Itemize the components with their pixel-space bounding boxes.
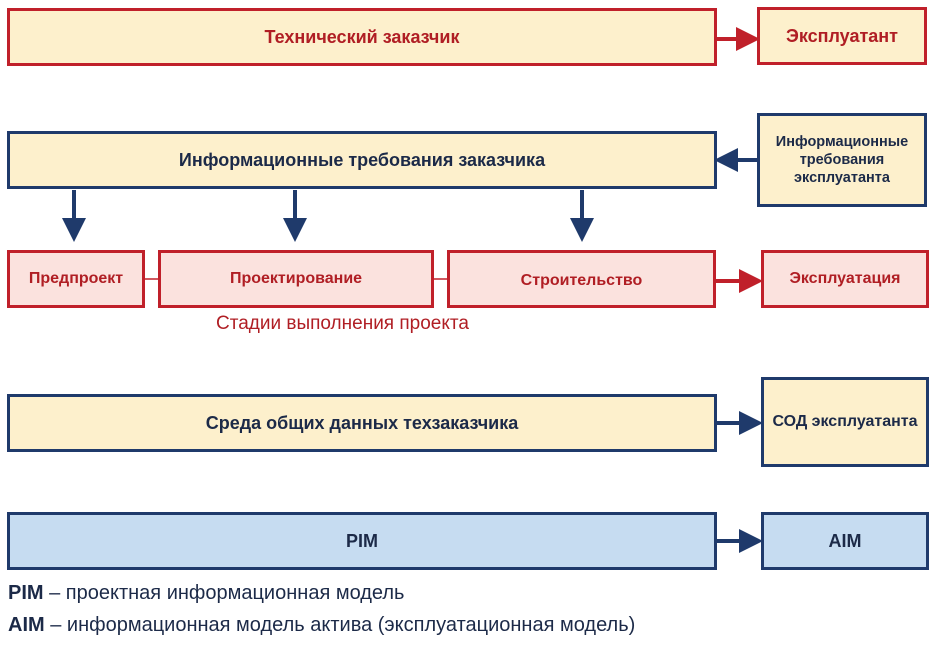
pim-label: PIM bbox=[345, 530, 378, 551]
legend-aim-definition: – информационная модель актива (эксплуат… bbox=[44, 614, 636, 636]
customer-cde-box: Среда общих данных техзаказчика bbox=[7, 394, 717, 452]
pim-box: PIM bbox=[7, 512, 717, 570]
stage-design: Проектирование bbox=[158, 250, 434, 308]
operator-box: Эксплуатант bbox=[757, 7, 927, 65]
stage-operation: Эксплуатация bbox=[761, 250, 929, 308]
technical-customer-label: Технический заказчик bbox=[264, 26, 460, 47]
operator-requirements-label: Информационные требования эксплуатанта bbox=[775, 133, 909, 187]
legend-pim-definition: – проектная информационная модель bbox=[43, 582, 405, 604]
customer-requirements-box: Информационные требования заказчика bbox=[7, 131, 717, 189]
legend-pim: PIM – проектная информационная модель bbox=[8, 582, 404, 605]
customer-requirements-label: Информационные требования заказчика bbox=[178, 149, 546, 170]
operator-cde-box: СОД эксплуатанта bbox=[761, 377, 929, 467]
stage-construction: Строительство bbox=[447, 250, 716, 308]
stage-operation-label: Эксплуатация bbox=[789, 270, 901, 287]
legend-pim-term: PIM bbox=[8, 582, 44, 604]
stage-preproject-label: Предпроект bbox=[28, 270, 124, 287]
legend-aim-term: AIM bbox=[8, 614, 45, 636]
operator-cde-label: СОД эксплуатанта bbox=[772, 413, 918, 430]
aim-label: AIM bbox=[828, 530, 862, 551]
legend-aim: AIM – информационная модель актива (эксп… bbox=[8, 614, 635, 637]
customer-cde-label: Среда общих данных техзаказчика bbox=[205, 412, 519, 433]
operator-requirements-box: Информационные требования эксплуатанта bbox=[757, 113, 927, 207]
operator-label: Эксплуатант bbox=[786, 25, 898, 46]
stages-caption: Стадии выполнения проекта bbox=[216, 313, 469, 334]
stage-construction-label: Строительство bbox=[520, 272, 643, 289]
stage-design-label: Проектирование bbox=[229, 270, 363, 287]
stage-preproject: Предпроект bbox=[7, 250, 145, 308]
aim-box: AIM bbox=[761, 512, 929, 570]
technical-customer-box: Технический заказчик bbox=[7, 8, 717, 66]
